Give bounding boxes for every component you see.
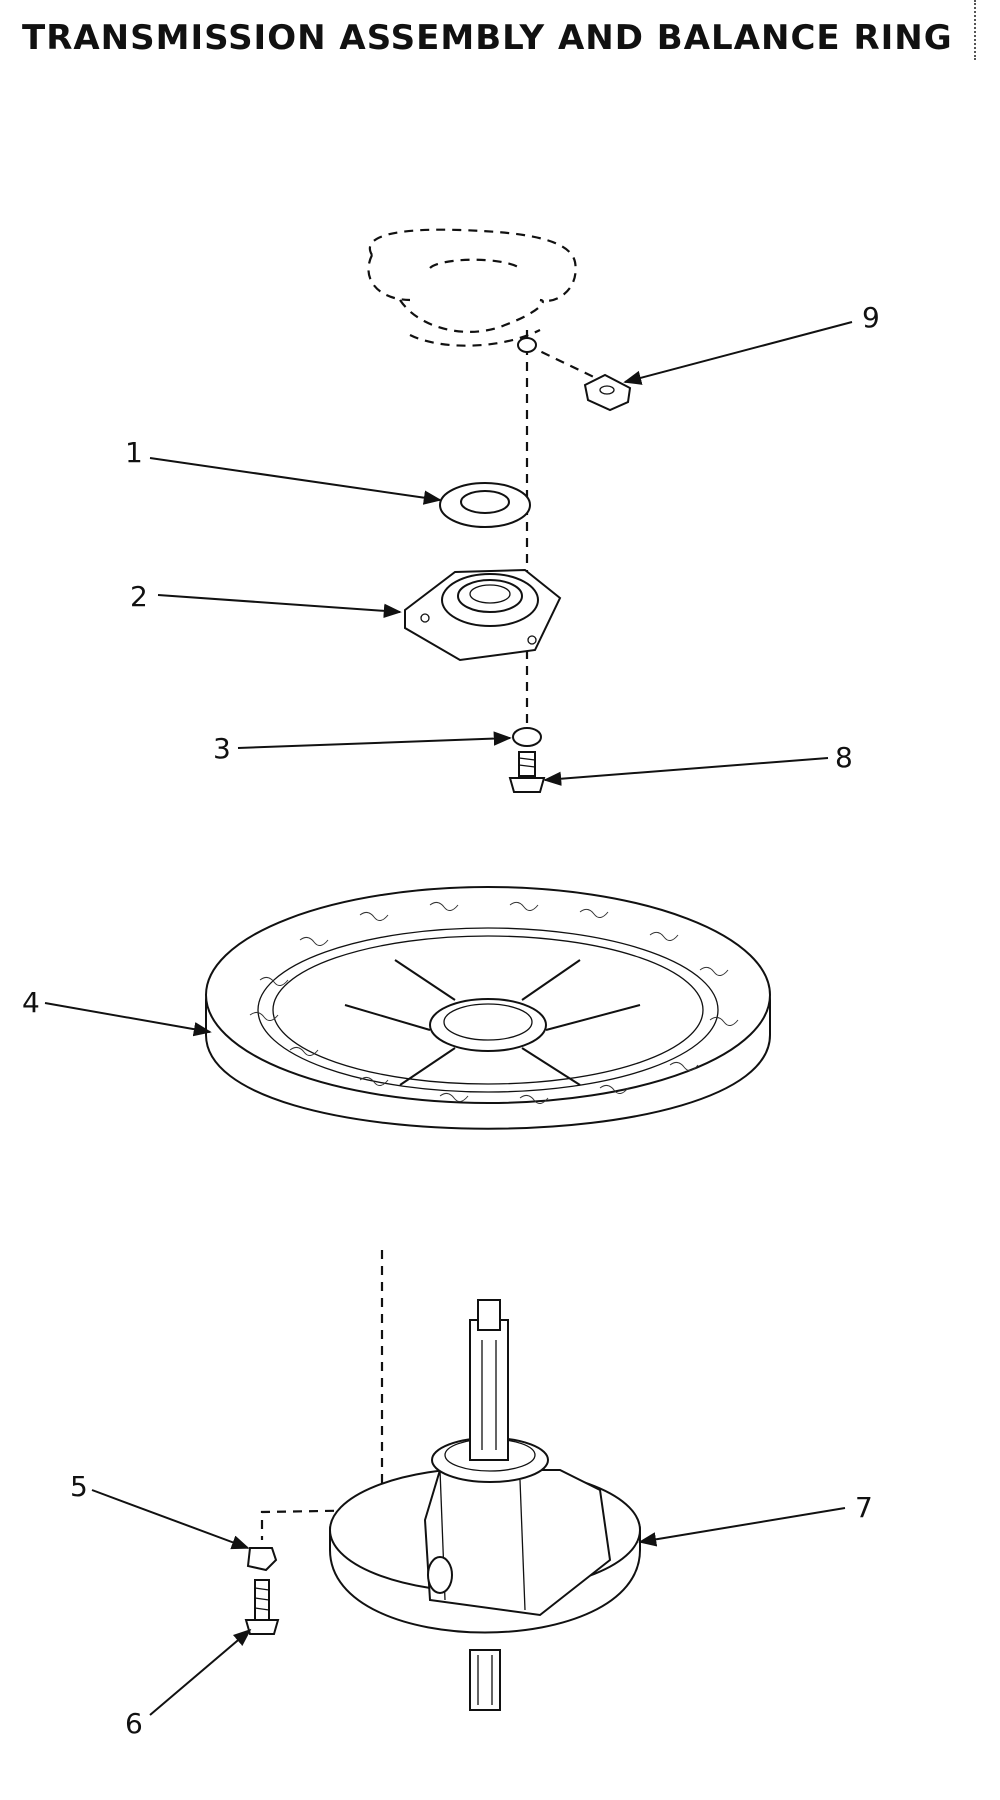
leader-2 xyxy=(157,594,402,619)
leader-7 xyxy=(638,1507,846,1547)
leader-5 xyxy=(91,1489,250,1550)
leader-1 xyxy=(149,457,442,505)
leader-9 xyxy=(623,321,853,385)
part-2-bearing-housing xyxy=(404,568,562,662)
part-8-bolt xyxy=(508,751,546,793)
leader-8 xyxy=(543,757,829,786)
tub-bracket-outline xyxy=(367,228,577,347)
callout-6: 6 xyxy=(125,1707,143,1740)
clip-axis xyxy=(526,344,601,381)
leader-4 xyxy=(44,1002,212,1037)
callout-1: 1 xyxy=(125,436,143,469)
part-5-nut xyxy=(246,1547,278,1572)
part-1-seal xyxy=(439,482,531,528)
leader-6 xyxy=(149,1628,252,1716)
bracket-hole xyxy=(517,337,537,353)
callout-4: 4 xyxy=(22,986,40,1019)
part-9-clip xyxy=(583,373,632,412)
part-6-bolt xyxy=(244,1579,280,1635)
part-4-balance-ring xyxy=(205,886,771,1130)
callout-9: 9 xyxy=(862,301,880,334)
leader-3 xyxy=(237,731,512,749)
callout-2: 2 xyxy=(130,580,148,613)
border-rule xyxy=(974,0,976,60)
callout-7: 7 xyxy=(855,1491,873,1524)
callout-8: 8 xyxy=(835,741,853,774)
page-title: TRANSMISSION ASSEMBLY AND BALANCE RING xyxy=(22,18,953,58)
part-3-washer xyxy=(512,727,542,747)
callout-5: 5 xyxy=(70,1470,88,1503)
part-7-transmission xyxy=(329,1299,641,1711)
callout-3: 3 xyxy=(213,732,231,765)
